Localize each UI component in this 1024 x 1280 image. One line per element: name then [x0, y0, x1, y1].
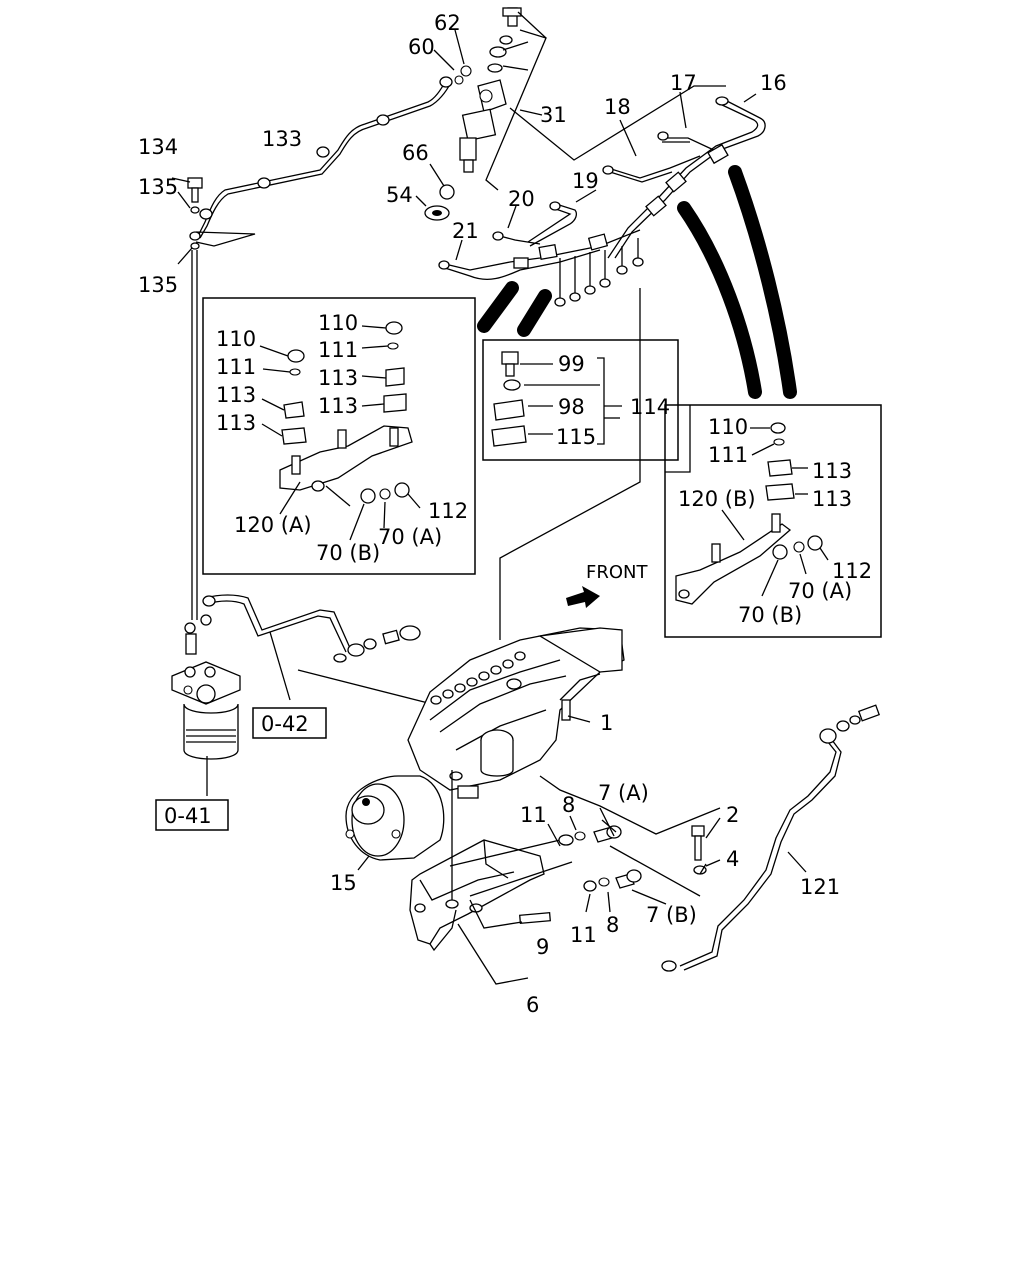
- label-7b: 7 (B): [646, 903, 697, 927]
- label-a-70b: 70 (B): [316, 541, 380, 565]
- label-134: 134: [138, 135, 178, 159]
- label-115: 115: [556, 425, 596, 449]
- label-b-113: 113: [812, 487, 852, 511]
- label-18: 18: [604, 95, 631, 119]
- inset-b-labels: 110 111 113 113 120 (B) 112 70 (A) 70 (B…: [678, 415, 872, 627]
- label-a-120a: 120 (A): [234, 513, 312, 537]
- bracket-31: [485, 29, 547, 191]
- label-2: 2: [726, 803, 739, 827]
- label-135b: 135: [138, 273, 178, 297]
- label-b-70a: 70 (A): [788, 579, 852, 603]
- label-a-113: 113: [318, 394, 358, 418]
- label-a-113: 113: [216, 383, 256, 407]
- label-b-70b: 70 (B): [738, 603, 802, 627]
- label-66: 66: [402, 141, 429, 165]
- label-99: 99: [558, 352, 585, 376]
- label-a-111: 111: [216, 355, 256, 379]
- inset-box-clamp: [482, 339, 679, 461]
- label-a-111: 111: [318, 338, 358, 362]
- inset-clamp-labels: 99 98 114 115: [556, 352, 670, 449]
- injection-pump: [345, 627, 625, 871]
- label-11a: 11: [520, 803, 547, 827]
- label-4: 4: [726, 847, 739, 871]
- label-114: 114: [630, 395, 670, 419]
- label-6: 6: [526, 993, 539, 1017]
- label-0-42: 0-42: [261, 712, 309, 736]
- label-8b: 8: [606, 913, 619, 937]
- ref-box-0-42[interactable]: [252, 707, 327, 739]
- label-17: 17: [670, 71, 697, 95]
- label-20: 20: [508, 187, 535, 211]
- front-arrow: [566, 586, 600, 608]
- inset-a-labels: 110 111 113 113 110 111 113 113 120 (A) …: [216, 311, 468, 565]
- fuel-filter: [171, 594, 421, 796]
- label-a-113: 113: [216, 411, 256, 435]
- label-7a: 7 (A): [598, 781, 649, 805]
- label-b-110: 110: [708, 415, 748, 439]
- label-8a: 8: [562, 793, 575, 817]
- label-1: 1: [600, 711, 613, 735]
- ref-box-0-41[interactable]: [155, 799, 229, 831]
- label-19: 19: [572, 169, 599, 193]
- label-16: 16: [760, 71, 787, 95]
- label-a-110: 110: [318, 311, 358, 335]
- leak-off-pipe: [197, 79, 447, 237]
- injector-assembly: [424, 7, 529, 221]
- inset-clamp-parts: [491, 351, 622, 447]
- label-a-70a: 70 (A): [378, 525, 442, 549]
- inset-box-a: [202, 297, 476, 575]
- label-11b: 11: [570, 923, 597, 947]
- pointer-arrow: [477, 281, 519, 333]
- label-b-112: 112: [832, 559, 872, 583]
- label-21: 21: [452, 219, 479, 243]
- label-135a: 135: [138, 175, 178, 199]
- inset-box-b: [664, 404, 882, 638]
- mounting-hardware: [539, 775, 721, 913]
- label-a-112: 112: [428, 499, 468, 523]
- part-labels: 62 60 31 66 54 134 133 135 135 17 16 18 …: [138, 11, 840, 1017]
- label-15: 15: [330, 871, 357, 895]
- label-front: FRONT: [586, 562, 648, 583]
- label-54: 54: [386, 183, 413, 207]
- inset-a-parts: [259, 321, 421, 541]
- label-60: 60: [408, 35, 435, 59]
- label-0-41: 0-41: [164, 804, 212, 828]
- label-121: 121: [800, 875, 840, 899]
- label-133: 133: [262, 127, 302, 151]
- label-62: 62: [434, 11, 461, 35]
- label-9: 9: [536, 935, 549, 959]
- label-b-120b: 120 (B): [678, 487, 756, 511]
- label-a-113: 113: [318, 366, 358, 390]
- label-b-113: 113: [812, 459, 852, 483]
- label-a-110: 110: [216, 327, 256, 351]
- label-b-111: 111: [708, 443, 748, 467]
- injection-pipes: [438, 96, 766, 307]
- pump-bracket: [409, 770, 573, 985]
- label-31: 31: [540, 103, 567, 127]
- pipe-121: [661, 704, 881, 972]
- inset-b-parts: [675, 422, 829, 605]
- label-98: 98: [558, 395, 585, 419]
